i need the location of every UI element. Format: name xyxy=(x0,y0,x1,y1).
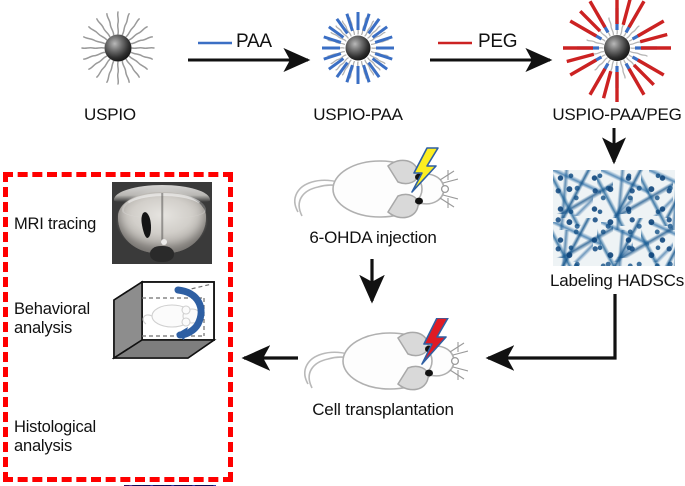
arrow-down-to-transplant xyxy=(359,259,385,304)
nanoparticle-uspio-paa xyxy=(310,0,406,96)
image-labeling-hadscs xyxy=(553,170,675,266)
caption-uspio: USPIO xyxy=(84,105,136,124)
nanoparticle-uspio-paa-peg xyxy=(557,0,677,108)
illustration-transplant-mouse xyxy=(298,317,469,409)
illustration-6ohda-mouse xyxy=(288,146,459,237)
illustration-rotation-box xyxy=(112,278,218,364)
hadsc-iron-deposits xyxy=(553,170,675,266)
label-behavioral-analysis: Behavioral analysis xyxy=(14,300,90,338)
label-histological-line2: analysis xyxy=(14,437,73,455)
peg-reagent-label: PEG xyxy=(478,31,518,52)
arrow-down-to-labeling xyxy=(602,128,626,165)
peg-reaction-arrow xyxy=(430,41,553,72)
mri-cortex xyxy=(122,193,206,218)
arrow-elbow-hadscs-to-transplant xyxy=(485,294,617,371)
label-histological-line1: Histological xyxy=(14,418,96,436)
mri-marker xyxy=(161,239,167,246)
caption-labeling-hadscs: Labeling HADSCs xyxy=(549,271,685,290)
label-histological-analysis: Histological analysis xyxy=(14,418,96,456)
image-mri-brain-slice xyxy=(112,182,212,264)
label-behavioral-line1: Behavioral xyxy=(14,300,90,318)
caption-6ohda-injection: 6-OHDA injection xyxy=(309,228,437,247)
paa-reaction-arrow xyxy=(188,41,311,72)
lightning-bolt-icon xyxy=(421,317,449,365)
label-behavioral-line2: analysis xyxy=(14,319,73,337)
arrow-left-to-outcomes xyxy=(241,345,298,371)
caption-uspio-paa-peg: USPIO-PAA/PEG xyxy=(552,105,682,124)
caption-cell-transplantation: Cell transplantation xyxy=(312,400,454,419)
label-mri-tracing: MRI tracing xyxy=(14,215,97,233)
lightning-bolt-icon xyxy=(411,147,439,193)
paa-reagent-label: PAA xyxy=(236,31,272,52)
mri-brainstem xyxy=(150,245,174,263)
nanoparticle-uspio xyxy=(70,0,166,96)
mri-midline xyxy=(161,193,163,245)
caption-uspio-paa: USPIO-PAA xyxy=(313,105,403,124)
outcomes-panel xyxy=(3,172,233,482)
